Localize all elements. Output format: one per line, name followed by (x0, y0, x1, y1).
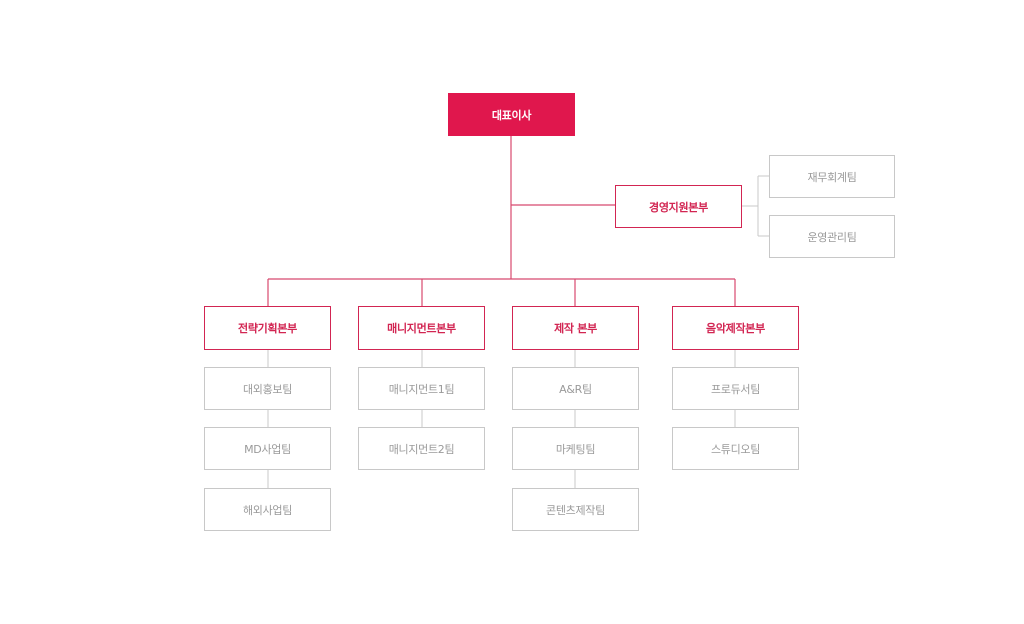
division-box-support: 경영지원본부 (615, 185, 742, 228)
team-box: 콘텐츠제작팀 (512, 488, 639, 531)
division-box-management: 매니지먼트본부 (358, 306, 485, 350)
team-box: 매니지먼트2팀 (358, 427, 485, 470)
team-box: 스튜디오팀 (672, 427, 799, 470)
team-box: 마케팅팀 (512, 427, 639, 470)
team-box: 매니지먼트1팀 (358, 367, 485, 410)
ceo-box: 대표이사 (448, 93, 575, 136)
division-box-production: 제작 본부 (512, 306, 639, 350)
team-box-finance: 재무회계팀 (769, 155, 895, 198)
division-box-strategy: 전략기획본부 (204, 306, 331, 350)
team-box: A&R팀 (512, 367, 639, 410)
team-box: 대외홍보팀 (204, 367, 331, 410)
team-box: MD사업팀 (204, 427, 331, 470)
team-box: 해외사업팀 (204, 488, 331, 531)
division-box-music: 음악제작본부 (672, 306, 799, 350)
team-box: 프로듀서팀 (672, 367, 799, 410)
team-box-operations: 운영관리팀 (769, 215, 895, 258)
